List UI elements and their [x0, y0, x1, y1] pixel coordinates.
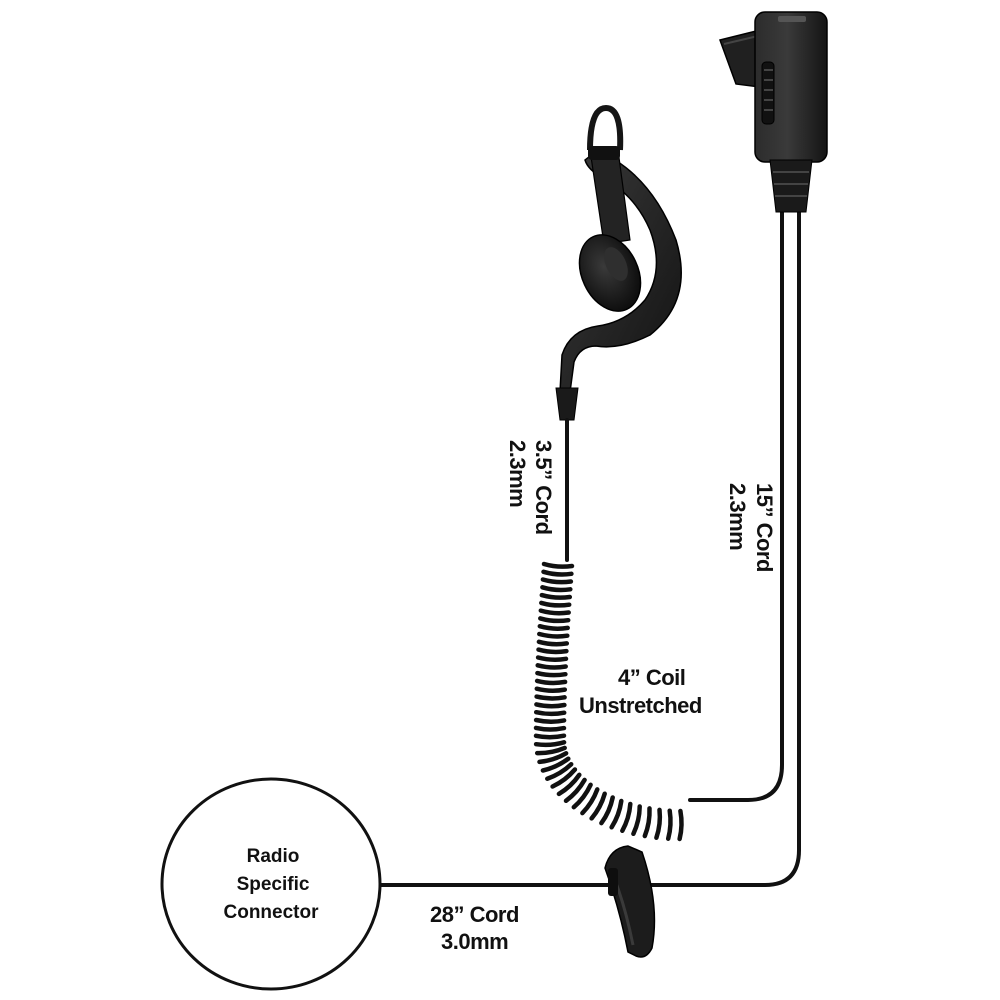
- earhook-assembly: [555, 104, 682, 421]
- coiled-cord: [533, 561, 684, 842]
- coil-loop: [537, 751, 569, 765]
- coil-loop: [533, 709, 567, 717]
- main-cord-gauge-label: 3.0mm: [441, 929, 508, 954]
- radio-connector-circle: [160, 777, 382, 991]
- coil-loop: [538, 616, 571, 624]
- earhook-cord-length-label: 3.5” Cord: [531, 440, 556, 535]
- coil-loop: [534, 686, 568, 693]
- coil-loop: [538, 608, 571, 616]
- coil-loop: [541, 569, 574, 577]
- ptt-cord-gauge-label: 2.3mm: [725, 483, 750, 550]
- coil-loop: [599, 795, 615, 826]
- connector-label-line1: Radio: [247, 846, 300, 867]
- coil-loop: [539, 592, 573, 600]
- connector-label-line2: Specific: [237, 874, 310, 895]
- coil-loop: [563, 777, 587, 804]
- coil-loop: [534, 678, 568, 686]
- coil-loop: [537, 631, 570, 639]
- coil-loop: [535, 670, 568, 678]
- coil-loop: [556, 772, 582, 797]
- coil-loop: [609, 798, 624, 830]
- coil-loop: [654, 807, 663, 840]
- clothing-clip: [604, 845, 656, 958]
- coil-loop: [535, 663, 568, 670]
- coil-loop: [534, 745, 567, 756]
- coil-loop: [533, 740, 567, 748]
- earhook-cord-gauge-label: 2.3mm: [505, 440, 530, 507]
- coil-loop: [550, 767, 578, 789]
- coil-state-label: Unstretched: [579, 693, 702, 718]
- coil-loop: [540, 756, 571, 773]
- coil-loop: [533, 733, 567, 740]
- coil-loop: [540, 577, 574, 585]
- coil-loop: [665, 808, 673, 841]
- coil-loop: [533, 717, 567, 724]
- main-cord-length-label: 28” Cord: [430, 902, 519, 927]
- coil-loop: [540, 585, 573, 593]
- coil-loop: [536, 647, 569, 655]
- ptt-main-cord: [378, 208, 801, 887]
- coil-loop: [642, 806, 652, 839]
- coil-loop: [534, 702, 567, 709]
- ptt-cord-length-label: 15” Cord: [752, 483, 777, 572]
- coil-loop: [539, 600, 572, 608]
- coil-loop: [534, 694, 567, 701]
- ptt-connector-body: [719, 11, 828, 213]
- coil-loop: [677, 808, 684, 842]
- coil-loop: [545, 761, 574, 781]
- coil-loop: [535, 655, 569, 662]
- coil-loop: [571, 782, 593, 810]
- coil-loop: [537, 623, 570, 631]
- coil-loop: [631, 804, 642, 837]
- coil-length-label: 4” Coil: [618, 665, 685, 690]
- coil-loop: [620, 801, 633, 834]
- coil-loop: [533, 725, 567, 732]
- coil-loop: [589, 791, 607, 821]
- coil-loop: [536, 639, 570, 647]
- connector-label-line3: Connector: [224, 902, 320, 923]
- coil-loop: [541, 561, 575, 569]
- ptt-coil-cord: [688, 208, 784, 802]
- coil-loop: [580, 787, 600, 816]
